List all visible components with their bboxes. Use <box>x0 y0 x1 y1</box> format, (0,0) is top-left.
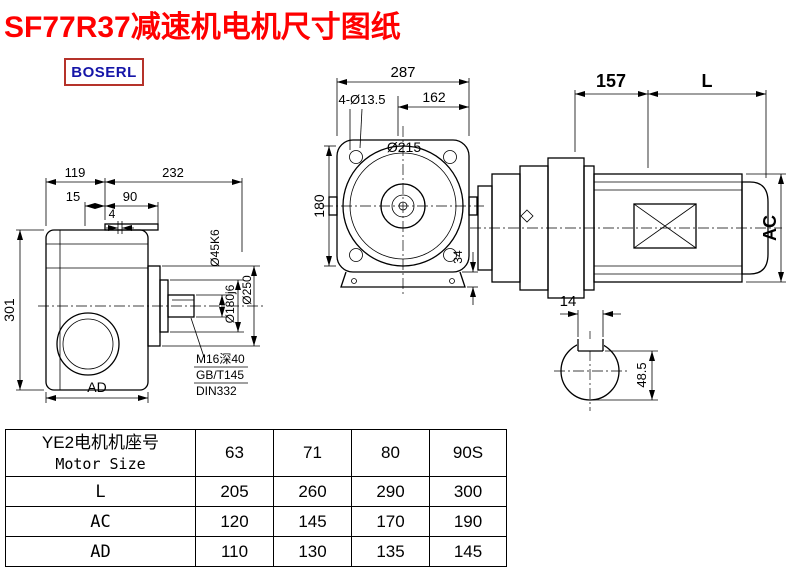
row-label-AD: AD <box>5 536 196 567</box>
dim-162: 162 <box>422 89 446 105</box>
oil-plug-icon <box>520 209 534 223</box>
boserl-logo-text: BOSERL <box>71 63 137 81</box>
value-L-71: 260 <box>273 476 352 507</box>
dim-287: 287 <box>390 64 415 81</box>
front-view-dimensions: 287 162 4-Ø13.5 Ø215 180 34 <box>311 64 478 305</box>
dim-14: 14 <box>560 293 577 310</box>
dim-AC: AC <box>760 215 780 241</box>
dim-215: Ø215 <box>387 139 421 155</box>
dimension-table: YE2电机机座号 Motor Size 63 71 80 90S L 205 2… <box>5 429 507 567</box>
dim-flange-250: Ø250 <box>240 275 254 305</box>
row-label-L: L <box>5 476 196 507</box>
value-AD-80: 135 <box>351 536 430 567</box>
note-gb-t145: GB/T145 <box>196 368 244 382</box>
side-view-dimensions: 157 L AC <box>574 71 786 283</box>
dim-180: 180 <box>311 194 327 218</box>
row-label-AC: AC <box>5 506 196 537</box>
dim-pilot-180j6: Ø180j6 <box>223 284 237 323</box>
value-AC-71: 145 <box>273 506 352 537</box>
motor-size-header-cell: YE2电机机座号 Motor Size <box>5 429 196 477</box>
shaft-section-view: 14 48.5 <box>554 293 658 411</box>
left-view <box>38 223 264 391</box>
value-AC-80: 170 <box>351 506 430 537</box>
value-AD-63: 110 <box>195 536 274 567</box>
note-din332: DIN332 <box>196 384 237 398</box>
dim-232: 232 <box>162 165 184 180</box>
value-L-80: 290 <box>351 476 430 507</box>
left-view-dimensions: 119 232 15 90 4 301 AD Ø45K6 Ø180j6 <box>1 165 260 403</box>
dim-34: 34 <box>451 250 465 264</box>
motor-size-col-63: 63 <box>195 429 274 477</box>
motor-size-header-en: Motor Size <box>55 455 146 473</box>
dim-301: 301 <box>1 298 17 322</box>
side-view <box>470 157 782 299</box>
motor-size-col-90s: 90S <box>429 429 507 477</box>
motor-nameplate <box>633 203 697 249</box>
note-m16: M16深40 <box>196 352 245 366</box>
dim-15: 15 <box>66 189 80 204</box>
value-AD-71: 130 <box>273 536 352 567</box>
dim-AD: AD <box>87 379 106 395</box>
motor-size-col-80: 80 <box>351 429 430 477</box>
boserl-logo: BOSERL <box>64 58 144 86</box>
dim-bolt-holes: 4-Ø13.5 <box>339 92 386 107</box>
page-title: SF77R37减速机电机尺寸图纸 <box>4 11 401 44</box>
dim-48-5: 48.5 <box>634 362 649 387</box>
dim-shaft-45k6: Ø45K6 <box>208 229 222 267</box>
table-header-row: YE2电机机座号 Motor Size 63 71 80 90S <box>5 429 507 477</box>
motor-size-col-71: 71 <box>273 429 352 477</box>
value-AC-90s: 190 <box>429 506 507 537</box>
dim-157: 157 <box>596 71 626 91</box>
value-AC-63: 120 <box>195 506 274 537</box>
value-L-90s: 300 <box>429 476 507 507</box>
dim-4: 4 <box>109 207 116 221</box>
table-row-AD: AD 110 130 135 145 <box>5 536 507 567</box>
table-row-L: L 205 260 290 300 <box>5 476 507 507</box>
motor-size-header-cn: YE2电机机座号 <box>41 433 160 452</box>
dim-119: 119 <box>65 165 86 180</box>
value-L-63: 205 <box>195 476 274 507</box>
motor-rear-cap <box>741 181 769 275</box>
dim-L: L <box>702 71 713 91</box>
value-AD-90s: 145 <box>429 536 507 567</box>
dim-90: 90 <box>123 189 137 204</box>
table-row-AC: AC 120 145 170 190 <box>5 506 507 537</box>
